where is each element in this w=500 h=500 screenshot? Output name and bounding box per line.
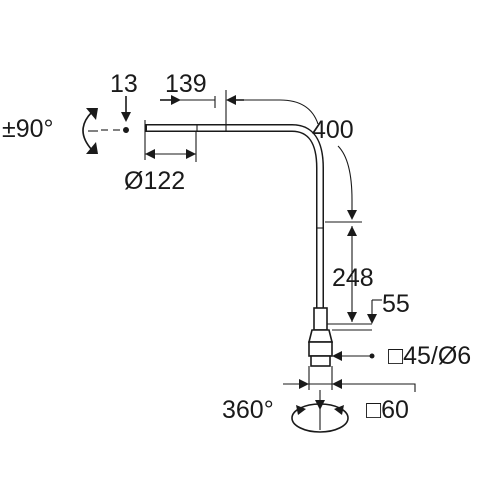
dim-base-rotation: 360° [222, 390, 349, 433]
dim-base-width: □60 [283, 379, 416, 424]
dim-head-offset: 13 [101, 70, 146, 160]
head-diameter-label: Ø122 [124, 167, 185, 195]
arm-horizontal-label: 400 [312, 116, 354, 144]
dim-collar-height: 55 [332, 290, 410, 331]
clamp-bottom [310, 355, 331, 367]
head-offset-label: 13 [110, 70, 138, 98]
head-rotation-label: ±90° [2, 115, 54, 143]
collar [313, 307, 328, 331]
collar-cone [307, 329, 334, 343]
dim-clamp-size: □45/Ø6 [332, 342, 471, 370]
dim-head-length: 139 [160, 70, 244, 124]
head-length-label: 139 [165, 70, 207, 98]
base-rotation-label: 360° [222, 396, 274, 424]
base-rotation-arrow-left-icon [296, 405, 306, 415]
base-rotation-arrow-right-icon [334, 405, 344, 415]
rotation-arc-icon [82, 111, 93, 151]
clamp-size-label: □45/Ø6 [388, 342, 471, 370]
lamp-base [307, 307, 334, 390]
pivot-dot [123, 127, 129, 133]
collar-height-label: 55 [382, 290, 410, 318]
dim-head-rotation: ±90° [2, 108, 98, 154]
arm-vertical-label: 248 [332, 264, 374, 292]
dim-head-diameter: Ø122 [124, 132, 197, 195]
clamp-top [308, 341, 333, 357]
rotation-arrow-up-icon [86, 108, 98, 120]
dim-arm-vertical: 248 [327, 226, 374, 325]
base-width-label: □60 [366, 396, 409, 424]
rotation-arrow-down-icon [86, 142, 98, 154]
dim-arm-horizontal: 400 [244, 99, 362, 223]
base-rotation-arrow-center-icon [315, 400, 325, 410]
lamp-arm [145, 124, 324, 310]
